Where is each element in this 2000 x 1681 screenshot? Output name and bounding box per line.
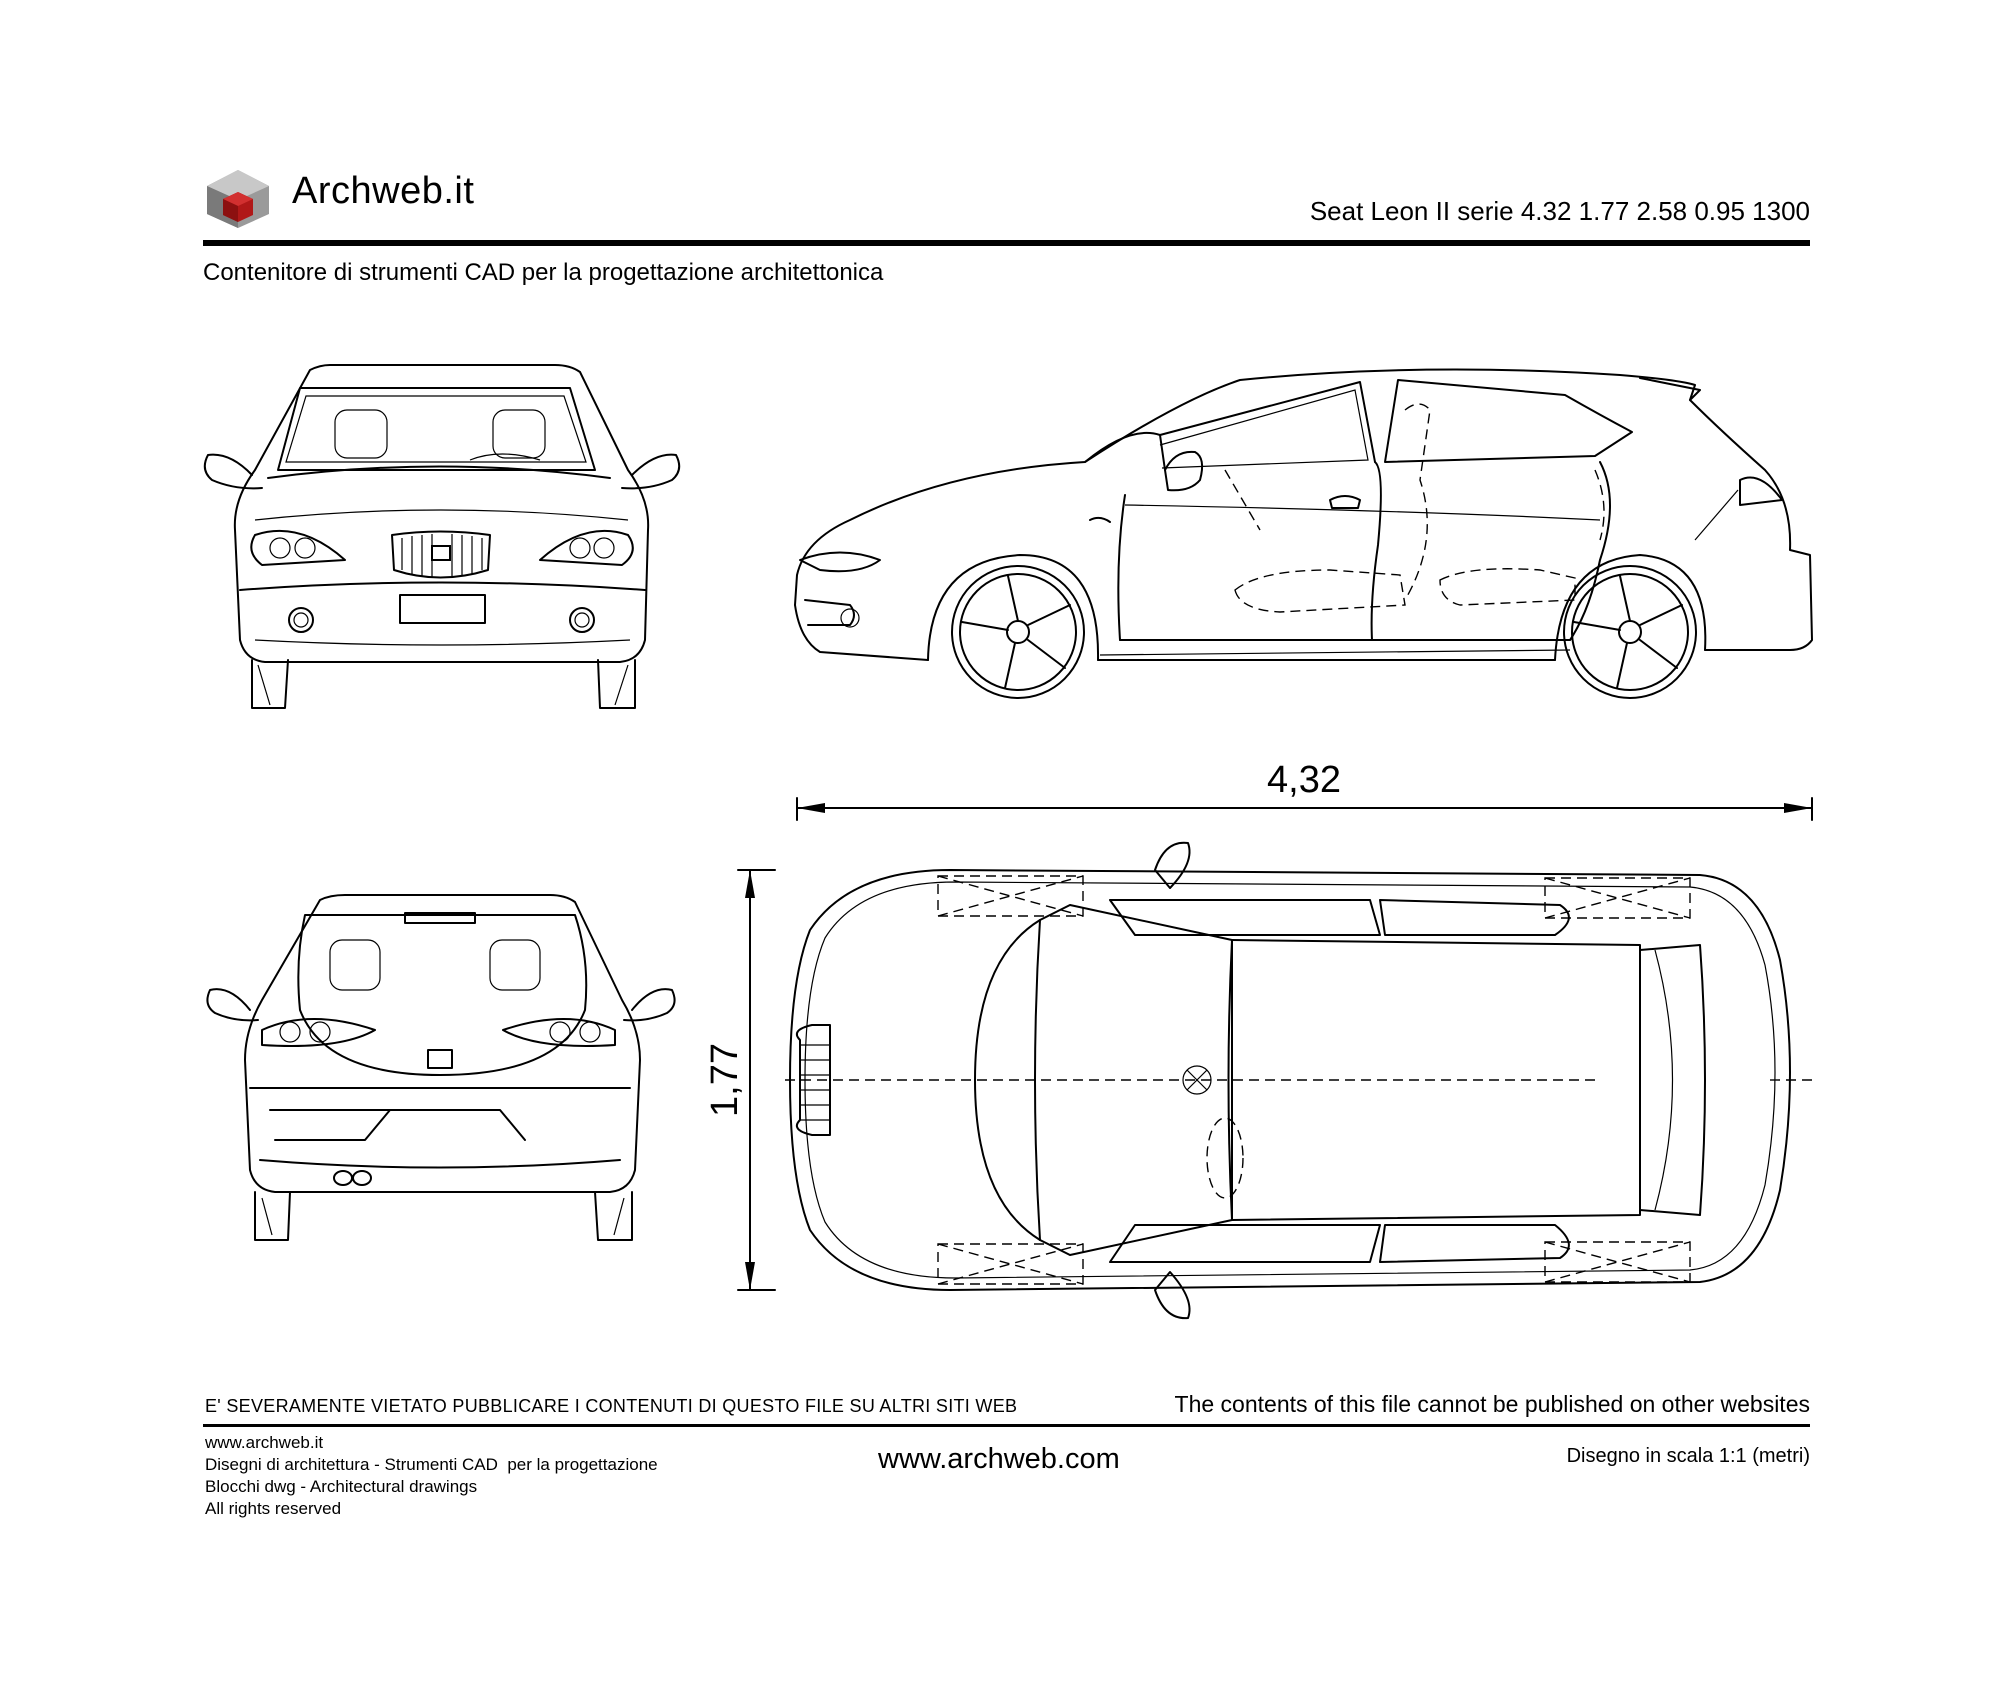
header-divider (203, 240, 1810, 246)
rear-view (206, 894, 676, 1241)
scale-note: Disegno in scala 1:1 (metri) (1566, 1445, 1810, 1467)
warning-english: The contents of this file cannot be publ… (1174, 1391, 1810, 1417)
brand-name: Archweb.it (292, 170, 475, 212)
subtitle: Contenitore di strumenti CAD per la prog… (203, 259, 884, 286)
footer-line: Blocchi dwg - Architectural drawings (205, 1477, 478, 1496)
top-view (785, 841, 1815, 1320)
footer-line: All rights reserved (205, 1499, 342, 1518)
length-label: 4,32 (1267, 759, 1341, 801)
archweb-logo-icon (207, 170, 269, 228)
width-dimension (737, 869, 776, 1291)
side-view (794, 368, 1813, 699)
length-dimension (796, 797, 1813, 821)
width-label: 1,77 (704, 1043, 746, 1117)
footer-divider (203, 1424, 1810, 1427)
warning-italian: E' SEVERAMENTE VIETATO PUBBLICARE I CONT… (205, 1396, 1018, 1416)
footer-line: Disegni di architettura - Strumenti CAD … (205, 1455, 658, 1474)
footer-credits: www.archweb.it Disegni di architettura -… (205, 1432, 658, 1520)
front-view (203, 364, 681, 709)
drawing-title: Seat Leon II serie 4.32 1.77 2.58 0.95 1… (1309, 196, 1810, 226)
footer-site-link[interactable]: www.archweb.it (205, 1433, 324, 1452)
footer-url-link[interactable]: www.archweb.com (878, 1443, 1120, 1475)
